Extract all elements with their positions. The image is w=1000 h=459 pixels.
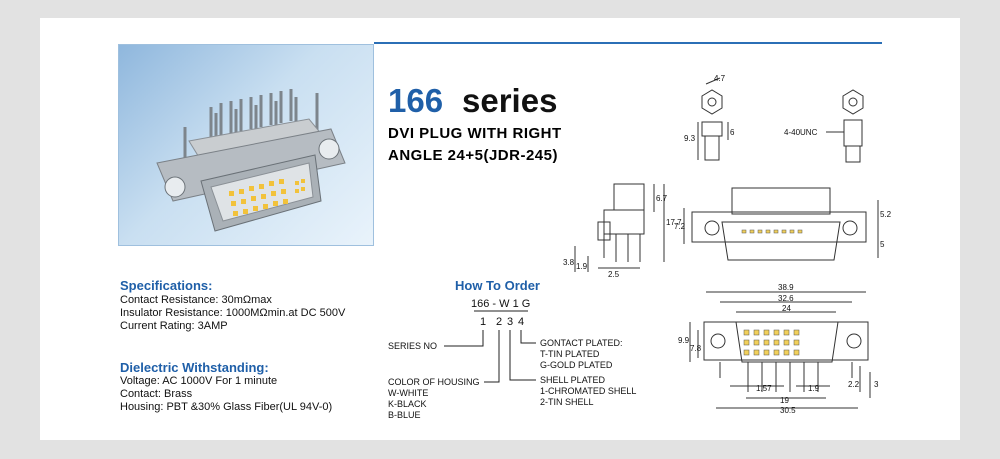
dim-label: 1.9 bbox=[808, 384, 820, 393]
subtitle-line-1: DVI PLUG WITH RIGHT bbox=[388, 125, 562, 142]
color-line: K-BLACK bbox=[388, 399, 427, 409]
series-no-label: SERIES NO bbox=[388, 341, 438, 351]
dim-label: 24 bbox=[782, 304, 791, 313]
dielectric-line: Voltage: AC 1000V For 1 minute bbox=[120, 375, 278, 387]
color-line: W-WHITE bbox=[388, 388, 429, 398]
hex-nut-top-2 bbox=[842, 89, 864, 115]
connector-illustration bbox=[156, 89, 346, 232]
dim-label: 1.57 bbox=[756, 384, 772, 393]
dim-label: 6 bbox=[730, 128, 735, 137]
dim-label: 1.9 bbox=[576, 262, 588, 271]
dim-label: 4.7 bbox=[714, 74, 726, 83]
mount-hole-left bbox=[164, 176, 186, 198]
gold-contacts bbox=[229, 179, 305, 216]
dielectric-line: Housing: PBT &30% Glass Fiber(UL 94V-0) bbox=[120, 401, 333, 413]
series-number: 166 bbox=[388, 82, 444, 119]
order-digit-3: 3 bbox=[507, 316, 514, 328]
shell-line: 2-TIN SHELL bbox=[540, 397, 594, 407]
dim-label: 7.2 bbox=[674, 222, 686, 231]
dim-label: 19 bbox=[780, 396, 789, 405]
contact-line: GONTACT PLATED: bbox=[540, 338, 623, 348]
product-photo bbox=[118, 44, 374, 246]
dim-label: 7.8 bbox=[690, 344, 702, 353]
order-digit-4: 4 bbox=[518, 316, 525, 328]
dim-label: 2.2 bbox=[848, 380, 860, 389]
color-line: COLOR OF HOUSING bbox=[388, 377, 480, 387]
spec-line: Insulator Resistance: 1000MΩmin.at DC 50… bbox=[120, 307, 346, 319]
contact-face bbox=[210, 162, 314, 222]
spec-line: Contact Resistance: 30mΩmax bbox=[120, 294, 272, 306]
order-digit-1: 1 bbox=[480, 316, 487, 328]
dim-label: 17.7 bbox=[666, 218, 682, 227]
drawing-contacts bbox=[741, 229, 803, 356]
header-rule bbox=[374, 42, 882, 44]
color-line: B-BLUE bbox=[388, 410, 421, 420]
dim-label: 9.9 bbox=[678, 336, 690, 345]
dielectric-line: Contact: Brass bbox=[120, 388, 193, 400]
dim-label: 38.9 bbox=[778, 283, 794, 292]
dim-label: 3 bbox=[874, 380, 879, 389]
mount-hole-right bbox=[318, 138, 340, 160]
dim-label: 5 bbox=[880, 240, 885, 249]
order-digit-2: 2 bbox=[496, 316, 503, 328]
contact-line: G-GOLD PLATED bbox=[540, 360, 613, 370]
shell-line: SHELL PLATED bbox=[540, 375, 606, 385]
dim-label: 6.7 bbox=[656, 194, 668, 203]
dim-label: 9.3 bbox=[684, 134, 696, 143]
dim-label: 2.5 bbox=[608, 270, 620, 279]
shell-line: 1-CHROMATED SHELL bbox=[540, 386, 637, 396]
dim-label: 30.5 bbox=[780, 406, 796, 415]
thread-label: 4-40UNC bbox=[784, 128, 818, 137]
contact-line: T-TIN PLATED bbox=[540, 349, 600, 359]
nut-side bbox=[701, 121, 723, 137]
side-view bbox=[613, 183, 645, 211]
order-code: 166 - W 1 G bbox=[471, 298, 531, 310]
series-word: series bbox=[462, 82, 558, 119]
dim-label: 5.2 bbox=[880, 210, 892, 219]
subtitle-line-2: ANGLE 24+5(JDR-245) bbox=[388, 147, 558, 164]
dielectric-heading: Dielectric Withstanding: bbox=[120, 360, 269, 375]
dim-label: 3.8 bbox=[563, 258, 575, 267]
front-view bbox=[731, 187, 831, 215]
spec-line: Current Rating: 3AMP bbox=[120, 320, 228, 332]
hex-nut-top bbox=[701, 89, 723, 115]
how-to-order-heading: How To Order bbox=[455, 278, 540, 293]
dim-label: 32.6 bbox=[778, 294, 794, 303]
specifications-heading: Specifications: bbox=[120, 278, 213, 293]
